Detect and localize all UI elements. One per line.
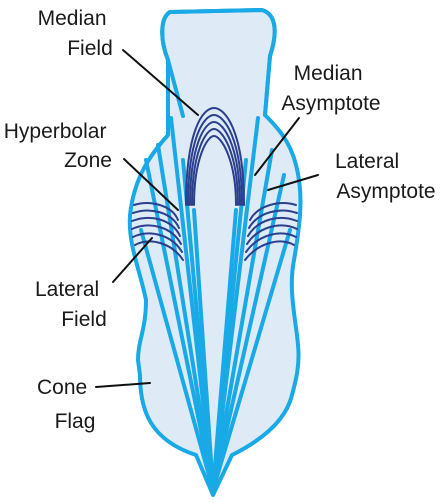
- lateral-field-line-1: Lateral: [35, 278, 99, 301]
- leader-median-asymptote: [254, 117, 300, 176]
- radial-line: [211, 148, 274, 492]
- median-field-region: [160, 8, 277, 118]
- median-field-line-1: Median: [38, 7, 107, 30]
- radial-line: [211, 228, 292, 492]
- field-arc: [185, 106, 245, 206]
- vane-body: [127, 8, 303, 497]
- median-asymptote-line-2: Asymptote: [281, 92, 380, 115]
- lateral-asymptote-label: Lateral Asymptote: [335, 150, 436, 203]
- cone-radial-lines: [139, 116, 292, 492]
- field-arc: [247, 217, 298, 237]
- field-arc: [245, 232, 297, 253]
- hyperbolar-zone-line-2: Zone: [64, 149, 112, 172]
- cone-flag-outline: [127, 8, 303, 497]
- field-arc: [131, 217, 181, 237]
- median-asymptote-line-1: Median: [294, 62, 363, 85]
- field-arc: [132, 209, 180, 229]
- median-field-arcs: [185, 106, 245, 206]
- lateral-field-label: Lateral Field: [35, 278, 107, 331]
- cone-flag-line-1: Cone: [37, 376, 87, 399]
- cone-flag-label: Cone Flag: [37, 376, 95, 433]
- field-arc: [131, 224, 182, 245]
- diagram-labels: Median Field Median Asymptote Hyperbolar…: [4, 7, 436, 433]
- field-arc: [191, 127, 239, 206]
- radial-line: [156, 143, 215, 492]
- field-arc: [189, 120, 241, 206]
- hyperbolar-zone-line-1: Hyperbolar: [4, 120, 107, 143]
- hyperbolar-zone-label: Hyperbolar Zone: [4, 120, 113, 172]
- field-arc: [134, 240, 184, 261]
- leader-lateral-asymptote: [267, 174, 319, 191]
- field-arc: [248, 209, 298, 229]
- field-arc: [246, 224, 298, 245]
- leader-lateral-field: [112, 237, 153, 283]
- lateral-asymptote-line-1: Lateral: [335, 150, 399, 173]
- radial-line: [144, 158, 215, 492]
- cone-flag-line-2: Flag: [55, 410, 96, 433]
- field-arc: [249, 202, 297, 221]
- leader-cone-flag: [95, 382, 151, 388]
- field-arc: [193, 134, 237, 206]
- field-arc: [187, 113, 243, 206]
- median-field-label: Median Field: [38, 7, 113, 60]
- leader-lines: [95, 49, 319, 388]
- leader-median-field: [122, 49, 199, 116]
- radial-line: [192, 208, 215, 492]
- leader-hyperbolar-zone: [123, 158, 179, 211]
- field-arc: [133, 202, 179, 221]
- lateral-field-line-2: Field: [61, 308, 107, 331]
- median-field-line-2: Field: [67, 37, 113, 60]
- left-lateral-field-arcs: [131, 202, 184, 261]
- median-asymptote-label: Median Asymptote: [281, 62, 380, 115]
- right-lateral-field-arcs: [244, 202, 298, 261]
- field-arc: [244, 240, 295, 261]
- field-arc: [132, 232, 183, 253]
- lateral-asymptote-line-2: Asymptote: [336, 180, 435, 203]
- radial-line: [139, 228, 215, 492]
- radial-line: [211, 116, 260, 492]
